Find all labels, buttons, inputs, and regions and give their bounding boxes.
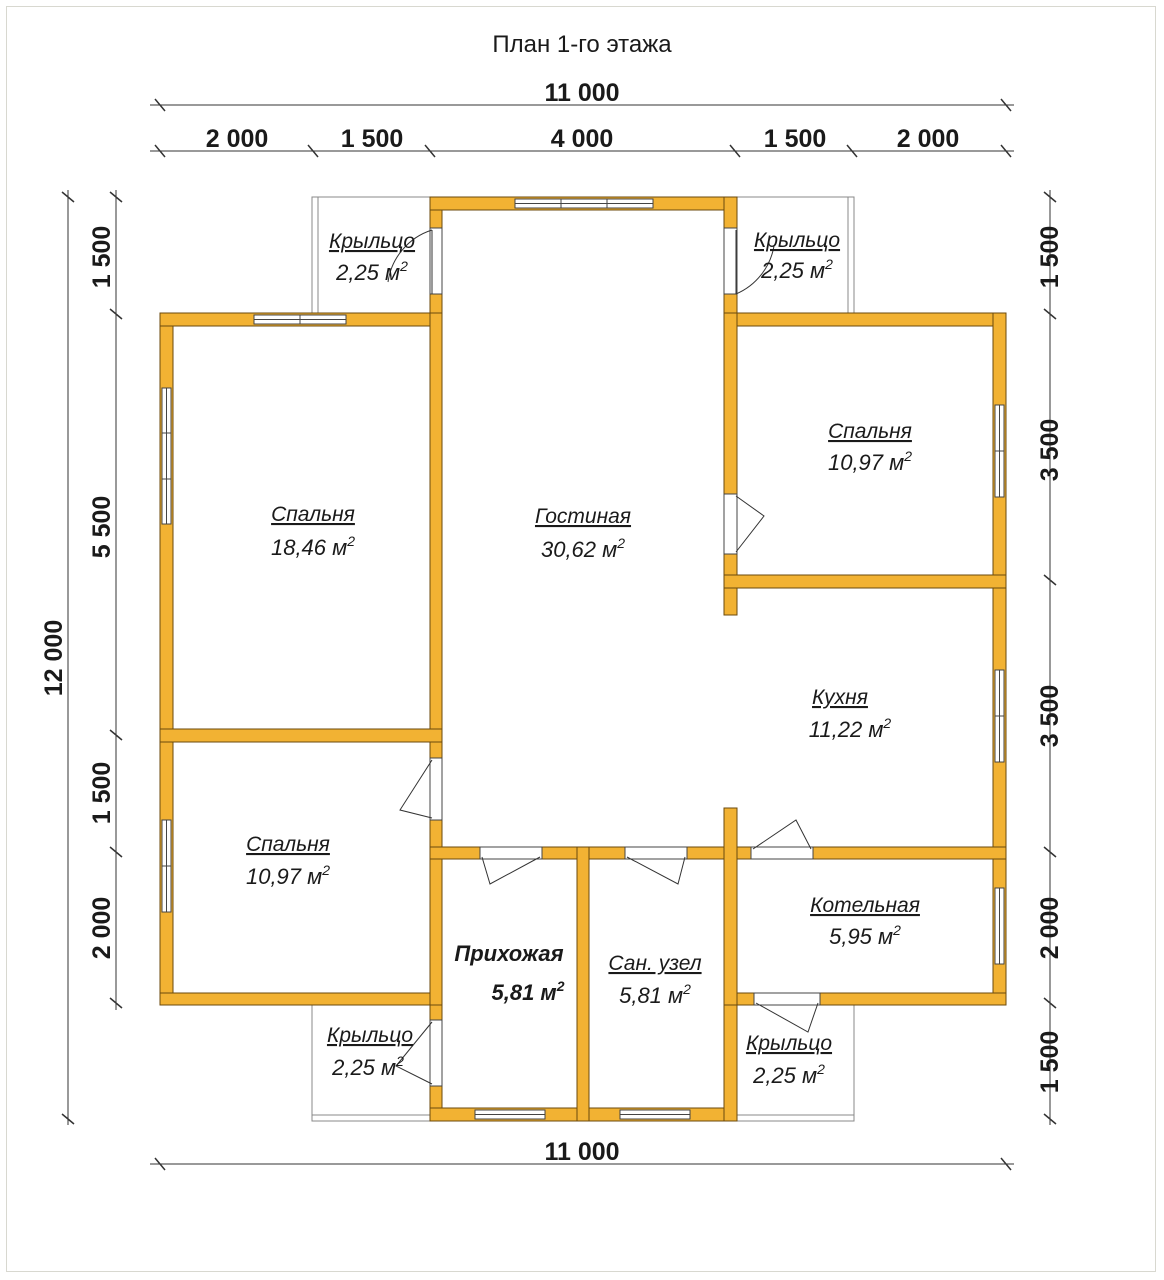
dim-top-seg-4: 1 500 (764, 125, 827, 153)
room-area: 11,22 м2 (809, 715, 892, 742)
walls (159, 196, 1007, 1122)
room-area: 30,62 м2 (541, 535, 625, 562)
porch-bottom-right: Крыльцо 2,25 м2 (746, 1032, 832, 1088)
door-bathroom (626, 856, 686, 885)
room-label: Котельная (810, 894, 920, 917)
dim-top-seg-2: 1 500 (341, 125, 404, 153)
wall-interior-right-upper (723, 312, 738, 616)
page-frame (6, 6, 1156, 1272)
room-label: Сан. узел (608, 952, 701, 975)
windows (161, 198, 1005, 1120)
wall-hall-bath-divider (576, 846, 590, 1122)
room-area: 10,97 м2 (828, 448, 912, 475)
room-living: Гостиная 30,62 м2 (535, 505, 631, 562)
room-label: Гостиная (535, 505, 631, 528)
dim-bottom-total-label: 11 000 (544, 1138, 619, 1166)
room-boiler: Котельная 5,95 м2 (810, 894, 920, 949)
room-area: 5,81 м2 (619, 981, 691, 1008)
door-porch-top-right (735, 230, 775, 295)
room-label: Прихожая (454, 941, 563, 966)
porch-area: 2,25 м2 (335, 258, 408, 285)
wall-bath-right-lower (723, 992, 738, 1122)
wall-bedroom-kitchen-split (723, 574, 1007, 589)
wall-living-bottom (429, 846, 1007, 860)
doors (387, 227, 821, 1087)
door-porch-bottom-left (395, 1021, 433, 1085)
porch-area: 2,25 м2 (752, 1061, 825, 1088)
dim-right-seg-5: 1 500 (1036, 1031, 1064, 1094)
porch-top-right: Крыльцо 2,25 м2 (754, 229, 840, 283)
wall-outer-top-right (723, 312, 1007, 327)
porch-area: 2,25 м2 (331, 1053, 404, 1080)
room-area: 10,97 м2 (246, 862, 330, 889)
room-label: Спальня (828, 420, 912, 443)
dim-top-seg-1: 2 000 (206, 125, 269, 153)
door-hallway (481, 856, 541, 885)
wall-interior-left (429, 312, 443, 1006)
room-labels: Спальня 18,46 м2 Гостиная 30,62 м2 Спаль… (246, 229, 920, 1088)
dim-right-seg-1: 1 500 (1036, 226, 1064, 289)
room-area: 5,81 м2 (491, 978, 564, 1005)
room-bedroom-right: Спальня 10,97 м2 (828, 420, 912, 475)
room-area: 18,46 м2 (271, 533, 355, 560)
door-small-bedroom (399, 759, 433, 819)
dimension-top-segments: 2 000 1 500 4 000 1 500 2 000 (150, 125, 1014, 158)
plan-title: План 1-го этажа (492, 31, 672, 58)
dim-right-seg-4: 2 000 (1036, 897, 1064, 960)
porch-label: Крыльцо (746, 1032, 832, 1055)
porch-area: 2,25 м2 (760, 256, 833, 283)
dim-left-seg-3: 1 500 (88, 762, 116, 825)
dimension-left-total: 12 000 (40, 190, 75, 1125)
dim-top-seg-3: 4 000 (551, 125, 614, 153)
dimension-bottom-total: 11 000 (150, 1138, 1014, 1171)
dim-top-total-label: 11 000 (544, 79, 619, 107)
wall-kitchen-boiler-divider (723, 807, 738, 1006)
dim-left-seg-4: 2 000 (88, 897, 116, 960)
room-bedroom-small: Спальня 10,97 м2 (246, 833, 330, 889)
door-right-bedroom (735, 495, 765, 553)
room-label: Кухня (812, 686, 868, 709)
dim-left-seg-1: 1 500 (88, 226, 116, 289)
room-hallway: Прихожая 5,81 м2 (454, 941, 564, 1005)
room-label: Спальня (271, 503, 355, 526)
porch-bottom-left: Крыльцо 2,25 м2 (327, 1024, 413, 1080)
dimension-left-segments: 1 500 5 500 1 500 2 000 (88, 190, 123, 1010)
room-kitchen: Кухня 11,22 м2 (809, 686, 892, 742)
room-label: Спальня (246, 833, 330, 856)
porch-label: Крыльцо (754, 229, 840, 252)
porch-top-left: Крыльцо 2,25 м2 (329, 230, 415, 285)
dim-left-total-label: 12 000 (40, 620, 68, 696)
room-area: 5,95 м2 (829, 922, 901, 949)
porch-label: Крыльцо (327, 1024, 413, 1047)
door-boiler (752, 819, 812, 850)
dim-top-seg-5: 2 000 (897, 125, 960, 153)
dimension-right-segments: 1 500 3 500 3 500 2 000 1 500 (1036, 190, 1064, 1125)
dimension-top-total: 11 000 (150, 79, 1014, 112)
wall-bedrooms-left-split (159, 728, 443, 743)
dim-right-seg-3: 3 500 (1036, 685, 1064, 748)
dim-left-seg-2: 5 500 (88, 496, 116, 559)
dim-right-seg-2: 3 500 (1036, 419, 1064, 482)
door-porch-top-left (387, 229, 433, 294)
room-bathroom: Сан. узел 5,81 м2 (608, 952, 701, 1008)
room-bedroom-large: Спальня 18,46 м2 (271, 503, 355, 560)
wall-outer-bottom-left (159, 992, 443, 1006)
door-boiler-porch (755, 1002, 819, 1033)
porch-label: Крыльцо (329, 230, 415, 253)
